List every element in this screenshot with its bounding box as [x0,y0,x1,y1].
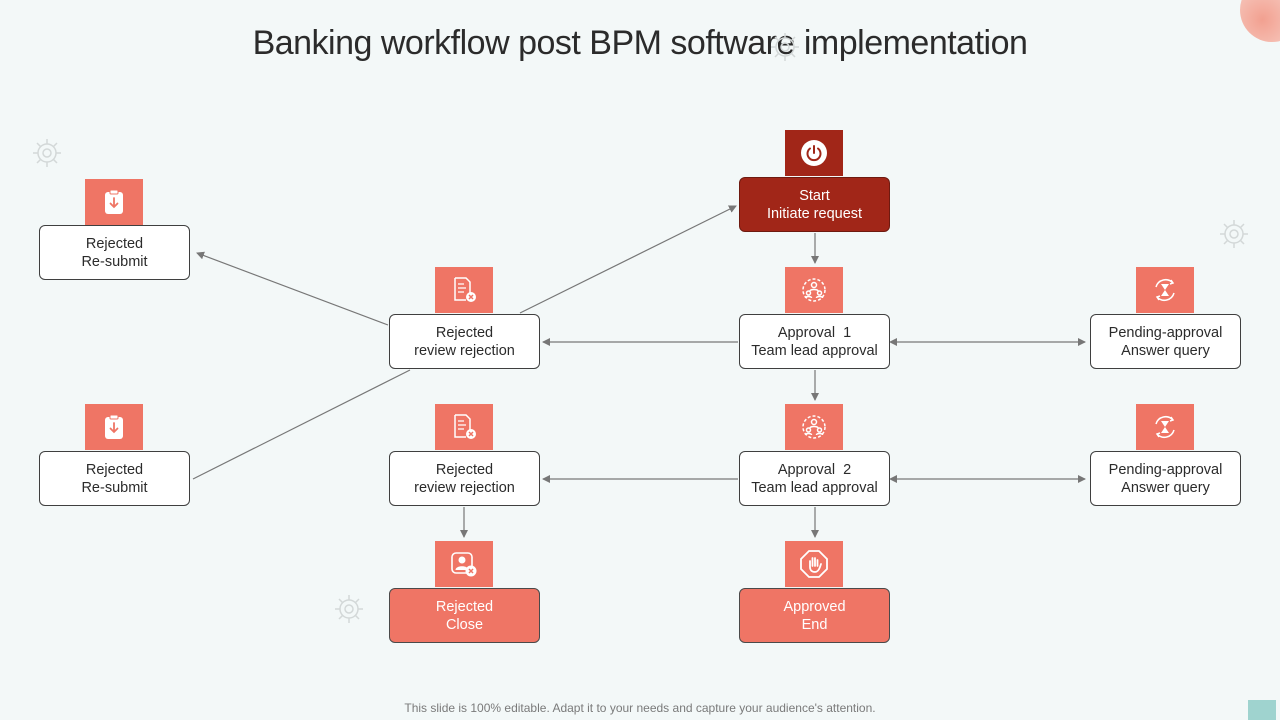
gear-icon [771,33,799,61]
node-line1: Rejected [435,461,494,478]
review1-icon-box [435,267,493,313]
node-review1: Rejected review rejection [389,314,540,369]
node-line1: Approval 1 [777,324,852,341]
node-line1: Rejected [435,598,494,615]
corner-accent [1248,700,1276,720]
stop-hand-icon [800,550,828,578]
approval2-icon-box [785,404,843,450]
team-icon [802,415,826,439]
gear-icon [33,139,61,167]
footer-note: This slide is 100% editable. Adapt it to… [404,701,876,715]
resubmit2-icon-box [85,404,143,450]
node-line2: Answer query [1121,342,1210,359]
node-line2: review rejection [414,342,515,359]
node-line1: Approval 2 [777,461,852,478]
node-pending1: Pending-approval Answer query [1090,314,1241,369]
node-line2: Re-submit [81,479,148,496]
node-pending2: Pending-approval Answer query [1090,451,1241,506]
node-line1: Start [799,187,830,204]
review2-icon-box [435,404,493,450]
node-line2: End [801,616,828,633]
connector-review1-resubmit1 [196,251,389,326]
node-close: Rejected Close [389,588,540,643]
node-review2: Rejected review rejection [389,451,540,506]
node-line2: Team lead approval [751,479,878,496]
team-icon [802,278,826,302]
node-line2: Team lead approval [751,342,878,359]
node-resubmit1: Rejected Re-submit [39,225,190,280]
hourglass-icon [1155,416,1175,438]
node-line1: Rejected [435,324,494,341]
hourglass-icon [1155,279,1175,301]
approval1-icon-box [785,267,843,313]
connector-resubmit2-review1 [192,369,411,480]
node-approval1: Approval 1 Team lead approval [739,314,890,369]
node-line2: Close [445,616,484,633]
node-line1: Pending-approval [1108,461,1223,478]
document-reject-icon [454,414,476,439]
user-reject-icon [451,552,477,577]
node-line2: Answer query [1121,479,1210,496]
node-line2: review rejection [414,479,515,496]
resubmit1-icon-box [85,179,143,225]
node-line1: Rejected [85,235,144,252]
node-end: Approved End [739,588,890,643]
gear-icon [1220,220,1248,248]
node-start: Start Initiate request [739,177,890,232]
connector-review1-start [519,205,737,314]
end-icon-box [785,541,843,587]
page-title: Banking workflow post BPM software imple… [252,24,1028,62]
close-icon-box [435,541,493,587]
clipboard-download-icon [105,189,123,214]
gear-icon [335,595,363,623]
clipboard-download-icon [105,414,123,439]
node-line1: Pending-approval [1108,324,1223,341]
node-line2: Re-submit [81,253,148,270]
start-icon-box [785,130,843,176]
document-reject-icon [454,277,476,302]
power-icon [801,140,827,166]
pending2-icon-box [1136,404,1194,450]
node-line2: Initiate request [766,205,863,222]
node-line1: Rejected [85,461,144,478]
node-resubmit2: Rejected Re-submit [39,451,190,506]
node-line1: Approved [783,598,846,615]
node-approval2: Approval 2 Team lead approval [739,451,890,506]
pending1-icon-box [1136,267,1194,313]
